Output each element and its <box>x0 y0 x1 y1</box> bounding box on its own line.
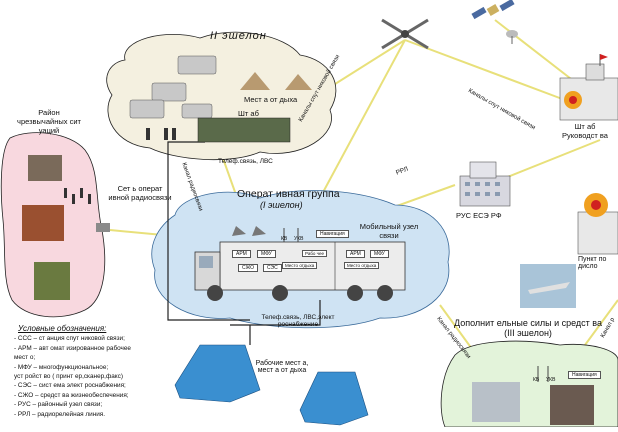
truck-unit-label: АРМ <box>346 250 365 258</box>
emergency-area-label: Район чрезвычайных сит уаций <box>17 108 81 135</box>
legend-item: - ССС – ст анция спут никовой связи; <box>14 335 125 343</box>
extra-antennas <box>537 366 549 382</box>
hq-building-icon <box>559 54 618 121</box>
emergency-photo-3 <box>34 262 70 300</box>
opgroup-title: Операт ивная группа <box>237 188 340 200</box>
truck-unit-label: Место отдыха <box>282 262 318 269</box>
echelon2-hq: Шт аб <box>238 109 259 118</box>
rus-label: РУС ЕСЭ РФ <box>456 211 502 220</box>
legend-item: - РУС – районный узел связи; <box>14 401 103 409</box>
truck-unit-label: МФУ <box>370 250 389 258</box>
radio-link-extra-2 <box>584 299 618 346</box>
radio-handsets-echelon2 <box>146 128 176 140</box>
control-point-building-icon <box>577 193 618 255</box>
truck-unit-label: СЖО <box>238 264 259 272</box>
airplane-photo <box>520 264 576 308</box>
rus-building-icon <box>459 161 511 207</box>
echelon2-vehicles <box>129 55 217 119</box>
hq-truck-icon <box>197 117 291 143</box>
blue-tent-1 <box>174 344 261 403</box>
airplane-icon <box>528 282 570 294</box>
rrl-link-2 <box>499 139 601 181</box>
tent-small-icons <box>240 72 312 90</box>
extra-unit-label: КВ <box>533 377 540 383</box>
extra-unit-label: УКВ <box>546 377 556 383</box>
mobile-node-label: Мобильный узел связи <box>359 222 419 240</box>
radio-handsets-emergency <box>64 188 91 204</box>
hq-main-label: Шт аб Руководст ва <box>562 122 608 140</box>
radio-device-icon <box>96 223 110 232</box>
radio-net-label: Сет ь операт ивной радиосвязи <box>108 184 172 202</box>
legend-item: мест о; <box>14 354 36 362</box>
sat2-link-hq <box>494 19 576 83</box>
truck-unit-label: СЭС <box>263 264 282 272</box>
truck-unit-label: КВ <box>281 236 288 242</box>
control-point-label: Пункт по дисло <box>578 256 607 270</box>
extra-unit-label: Навигация <box>568 371 601 379</box>
legend-title: Условные обозначения: <box>18 324 107 333</box>
truck-unit-label: УКВ <box>294 236 304 242</box>
opgroup-sub: (I эшелон) <box>260 200 303 210</box>
extra-forces-label: Дополнит ельные силы и средст ва (III эш… <box>454 318 602 338</box>
legend-item: - МФУ – многофункциональное; <box>14 363 109 371</box>
blue-tent-2 <box>299 371 369 426</box>
dish-antennas <box>232 226 299 242</box>
legend-item: - СЖО – средст ва жизнеобеспечения; <box>14 391 129 399</box>
extra-photo-2 <box>550 385 594 425</box>
truck-link-label: Телеф.связь, ЛВС,элект роснабжение <box>261 314 335 328</box>
extra-photo-1 <box>472 382 520 422</box>
truck-unit-label: АРМ <box>232 250 251 258</box>
legend-item: - АРМ – авт омат изированное рабочее <box>14 344 131 352</box>
legend-item: - РРЛ – радиорелейная линия. <box>14 410 106 418</box>
satellite-icon <box>381 18 429 50</box>
satellite-icon-2 <box>471 0 515 20</box>
echelon2-link: Телеф.связь, ЛВС <box>218 158 273 165</box>
sat-link-hq <box>404 39 566 101</box>
rest-places-label: Рабочие мест а, мест а от дыха <box>255 360 309 374</box>
truck-unit-label: МФУ <box>257 250 276 258</box>
echelon2-places: Мест а от дыха <box>244 95 298 104</box>
truck-unit-label: Рабо чее <box>302 250 328 257</box>
truck-unit-label: Навигация <box>316 230 349 238</box>
ground-station-icon <box>506 30 518 44</box>
echelon2-title: II эшелон <box>210 30 267 42</box>
emergency-photo-1 <box>28 155 62 181</box>
truck-unit-label: Место отдыха <box>344 262 380 269</box>
legend-item: уст ройст во ( принт ер,сканер,факс) <box>14 373 123 381</box>
legend-item: - СЭС – сист ема элект роснабжения; <box>14 382 126 390</box>
cable-lines <box>167 141 321 345</box>
legend: Условные обозначения: - ССС – ст анция с… <box>14 324 182 419</box>
emergency-photo-2 <box>22 205 64 241</box>
